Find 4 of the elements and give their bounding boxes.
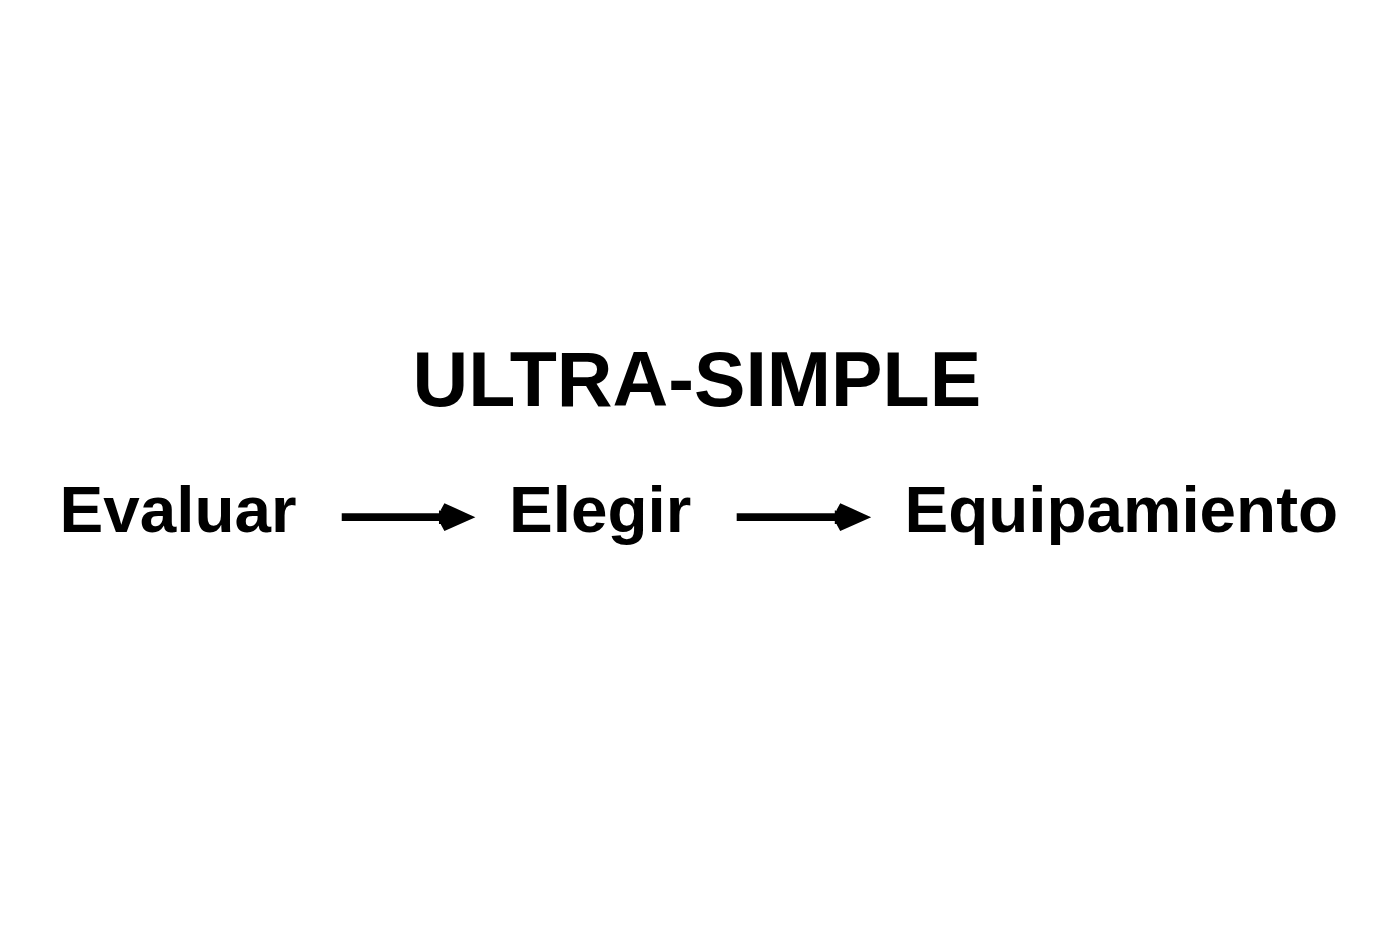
diagram-title: ULTRA-SIMPLE (412, 335, 982, 422)
node-text: Elegir (509, 472, 692, 546)
node-text: Evaluar (59, 472, 297, 546)
node-text: Equipamiento (904, 472, 1339, 546)
